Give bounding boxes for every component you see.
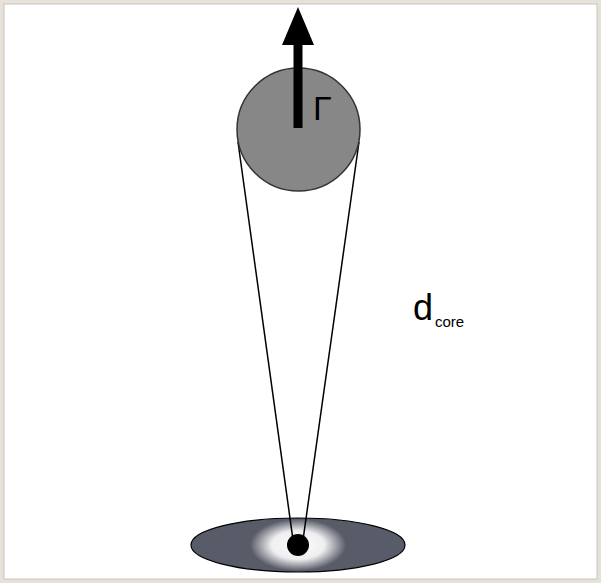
disk-glow bbox=[250, 519, 346, 571]
emitting-blob: Γ bbox=[236, 67, 361, 192]
arrow-head bbox=[282, 7, 314, 45]
distance-subscript: core bbox=[435, 314, 464, 329]
blob-shape bbox=[236, 67, 361, 192]
cone-line bbox=[303, 142, 359, 540]
arrow-shaft bbox=[294, 43, 303, 128]
distance-symbol: d bbox=[413, 290, 433, 326]
black-hole-dot bbox=[287, 534, 309, 556]
lorentz-factor: Γ bbox=[313, 91, 332, 125]
accretion-disk bbox=[191, 518, 405, 572]
page-panel bbox=[4, 4, 597, 579]
cone-line bbox=[238, 142, 293, 540]
